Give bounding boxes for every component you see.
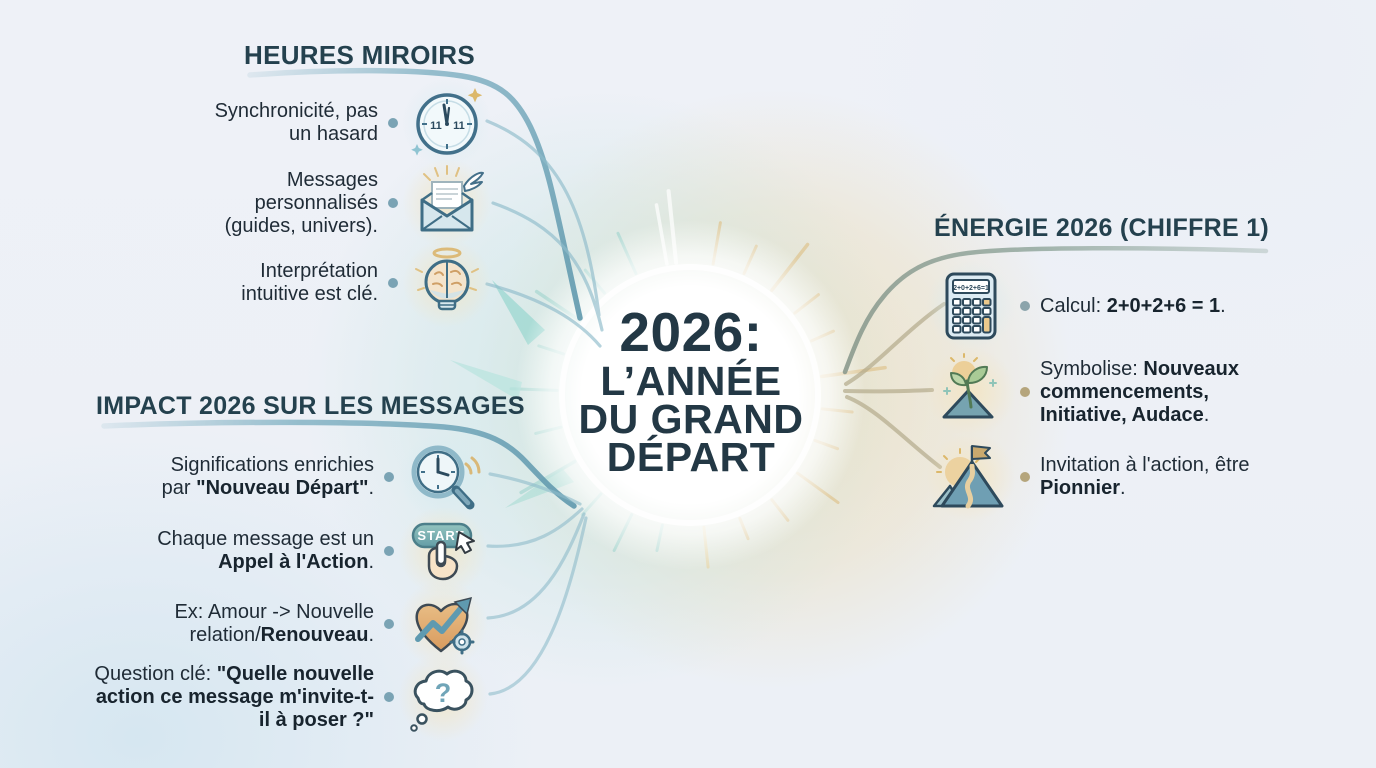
clock-display-left: 11 bbox=[430, 120, 442, 132]
bullet-dot bbox=[384, 546, 394, 556]
sprout-mountain-icon bbox=[926, 347, 1016, 437]
list-item: Question clé: "Quelle nouvelle action ce… bbox=[92, 650, 488, 744]
item-text: Calcul: 2+0+2+6 = 1. bbox=[1040, 294, 1226, 317]
bullet-dot bbox=[388, 198, 398, 208]
list-item: Symbolise: Nouveaux commencements, Initi… bbox=[926, 347, 1255, 437]
list-item: Synchronicité, pas un hasard 11 11 bbox=[212, 78, 492, 168]
item-text: Chaque message est un Appel à l'Action. bbox=[157, 528, 374, 573]
question-mark-glyph: ? bbox=[435, 678, 452, 708]
bullet-dot bbox=[384, 619, 394, 629]
list-item: 2+0+2+6=1 Calcul: 2+0+2+6 = 1. bbox=[926, 261, 1290, 351]
bullet-dot bbox=[384, 472, 394, 482]
branch-title-energie-2026: ÉNERGIE 2026 (CHIFFRE 1) bbox=[934, 214, 1270, 242]
list-item: Invitation à l'action, être Pionnier. bbox=[926, 432, 1250, 522]
mountain-flag-icon bbox=[926, 432, 1016, 522]
brain-lightbulb-icon bbox=[402, 238, 492, 328]
item-text: Symbolise: Nouveaux commencements, Initi… bbox=[1040, 357, 1239, 426]
center-line-4: DÉPART bbox=[606, 434, 776, 480]
list-item: Messages personnalisés (guides, univers)… bbox=[212, 158, 492, 248]
item-text: Messages personnalisés (guides, univers)… bbox=[224, 168, 378, 237]
item-text: Synchronicité, pas un hasard bbox=[214, 100, 378, 145]
central-node-title: 2026: L’ANNÉE DU GRAND DÉPART bbox=[528, 301, 854, 480]
item-text: Question clé: "Quelle nouvelle action ce… bbox=[94, 662, 374, 731]
bullet-dot bbox=[384, 692, 394, 702]
bullet-dot bbox=[1020, 472, 1030, 482]
branch-title-heures-miroirs: HEURES MIROIRS bbox=[244, 40, 476, 70]
list-item: Interprétation intuitive est clé. bbox=[212, 238, 492, 328]
start-button-label: START bbox=[417, 528, 464, 543]
winged-envelope-icon bbox=[402, 158, 492, 248]
calculator-display: 2+0+2+6=1 bbox=[953, 285, 989, 292]
item-text: Significations enrichies par "Nouveau Dé… bbox=[161, 454, 374, 499]
bullet-dot bbox=[388, 278, 398, 288]
item-text: Invitation à l'action, être Pionnier. bbox=[1040, 454, 1250, 499]
thought-question-icon: ? bbox=[398, 652, 488, 742]
bullet-dot bbox=[1020, 387, 1030, 397]
bullet-dot bbox=[1020, 301, 1030, 311]
list-item: Significations enrichies par "Nouveau Dé… bbox=[140, 432, 488, 522]
item-text: Interprétation intuitive est clé. bbox=[241, 260, 378, 305]
clock-display-right: 11 bbox=[453, 120, 465, 132]
center-line-2: L’ANNÉE bbox=[600, 358, 782, 404]
center-line-1: 2026: bbox=[619, 301, 763, 363]
bullet-dot bbox=[388, 118, 398, 128]
branch-title-impact-2026: IMPACT 2026 SUR LES MESSAGES bbox=[96, 392, 525, 420]
item-text: Ex: Amour -> Nouvelle relation/Renouveau… bbox=[174, 601, 374, 646]
clock-1111-icon: 11 11 bbox=[402, 78, 492, 168]
calculator-icon: 2+0+2+6=1 bbox=[926, 261, 1016, 351]
clock-magnifier-icon bbox=[398, 432, 488, 522]
list-item: Chaque message est un Appel à l'Action. … bbox=[138, 506, 488, 596]
center-line-3: DU GRAND bbox=[578, 396, 804, 442]
